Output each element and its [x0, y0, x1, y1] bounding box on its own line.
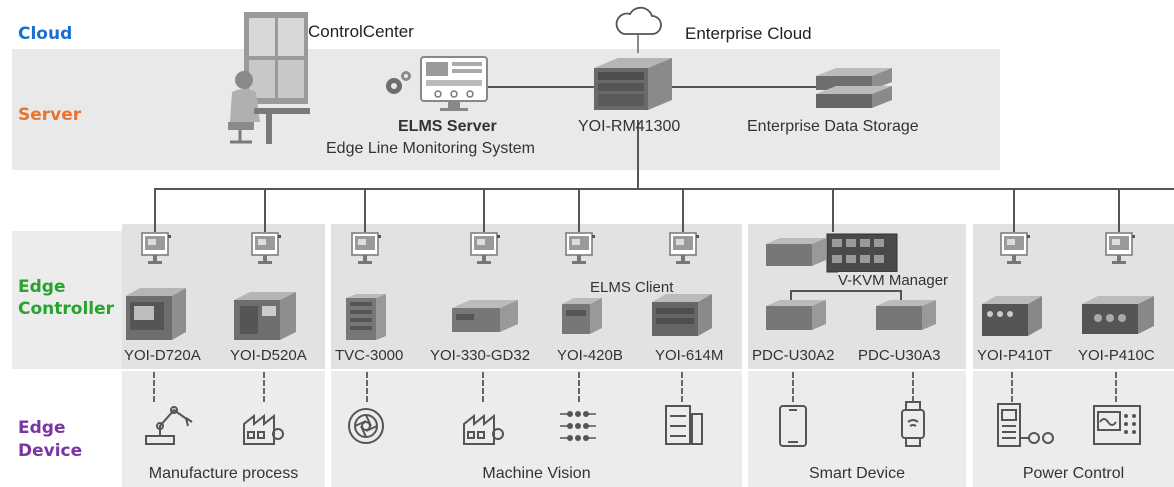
controller-label-tvc-3000: TVC-3000 [335, 347, 404, 364]
yoi-420b-device-icon [562, 298, 602, 334]
monitor-icon [251, 232, 281, 264]
cloud-link [637, 35, 639, 53]
storage-server-icon [816, 68, 892, 108]
smartphone-icon [779, 405, 807, 447]
yoi-614m-device-icon [652, 294, 712, 336]
controller-label-yoi-p410t: YOI-P410T [977, 347, 1053, 364]
edge-controller-band [12, 231, 122, 369]
gear-icon [386, 71, 411, 94]
group-box-machine-vision-dev [331, 371, 742, 487]
server-link-left [488, 86, 598, 88]
control-center-operator-icon [228, 12, 310, 144]
pdc-u30a3-device-icon [876, 300, 936, 330]
drop-3 [364, 188, 366, 232]
storage-label: Enterprise Data Storage [747, 118, 919, 135]
elms-client-label: ELMS Client [590, 279, 674, 296]
tier-edge-controller-line2: Controller [18, 299, 115, 319]
controller-bus [154, 188, 1174, 190]
v-kvm-switch-icon [826, 233, 898, 273]
cloud-icon [615, 6, 662, 35]
group-label-machine-vision: Machine Vision [482, 465, 591, 482]
drop-8 [1013, 188, 1015, 232]
camera-lens-icon [348, 408, 384, 444]
elms-server-sublabel: Edge Line Monitoring System [326, 140, 535, 157]
dash-4 [482, 372, 484, 402]
dash-10 [1115, 372, 1117, 402]
control-center-label: ControlCenter [308, 22, 414, 41]
yoi-p410c-device-icon [1082, 296, 1154, 334]
circuit-chip-icon [560, 411, 596, 441]
drop-4 [483, 188, 485, 232]
pdc-u30a2-device-icon [766, 300, 826, 330]
dash-8 [912, 372, 914, 402]
tier-edge-device-line1: Edge [18, 418, 66, 438]
dash-7 [792, 372, 794, 402]
monitor-icon [565, 232, 595, 264]
dash-9 [1011, 372, 1013, 402]
drop-6 [682, 188, 684, 232]
dash-2 [263, 372, 265, 402]
elms-server-label: ELMS Server [398, 118, 497, 135]
controller-label-yoi-614m: YOI-614M [655, 347, 724, 364]
controller-label-yoi-d720a: YOI-D720A [124, 347, 201, 364]
monitor-icon [470, 232, 500, 264]
monitor-icon [141, 232, 171, 264]
tier-edge-device-line2: Device [18, 441, 83, 461]
dash-6 [681, 372, 683, 402]
dash-1 [153, 372, 155, 402]
controller-label-yoi-d520a: YOI-D520A [230, 347, 307, 364]
server-rack-icon [665, 405, 703, 445]
yoi-d520a-device-icon [234, 292, 296, 340]
dash-3 [366, 372, 368, 402]
monitor-icon [669, 232, 699, 264]
factory-gear-icon [243, 413, 284, 445]
monitor-icon [1000, 232, 1030, 264]
group-box-manufacture-dev [122, 371, 325, 487]
controller-label-yoi-330-gd32: YOI-330-GD32 [430, 347, 531, 364]
drop-1 [154, 188, 156, 232]
elms-server-monitor-icon [420, 56, 488, 111]
enterprise-cloud-label: Enterprise Cloud [685, 24, 812, 43]
smartwatch-icon [901, 401, 925, 447]
yoi-p410t-device-icon [982, 296, 1042, 336]
tier-server: Server [18, 105, 82, 125]
factory-gear-icon [463, 413, 504, 445]
kvm-branch-h [790, 290, 900, 292]
group-box-smart-device-dev [748, 371, 966, 487]
v-kvm-manager-label: V-KVM Manager [838, 272, 949, 289]
group-label-smart-device: Smart Device [808, 465, 906, 482]
drop-2 [264, 188, 266, 232]
drop-7 [832, 188, 834, 232]
dash-5 [578, 372, 580, 402]
rm-server-label: YOI-RM41300 [578, 118, 681, 135]
monitor-icon [1105, 232, 1135, 264]
tvc-3000-device-icon [346, 294, 386, 340]
tier-edge-controller-line1: Edge [18, 277, 66, 297]
kvm-server-icon [766, 238, 826, 266]
server-link-right [668, 86, 818, 88]
controller-label-yoi-420b: YOI-420B [557, 347, 623, 364]
kvm-branch-right [900, 290, 902, 304]
controller-label-yoi-p410c: YOI-P410C [1078, 347, 1155, 364]
kvm-branch-left [790, 290, 792, 304]
drop-5 [578, 188, 580, 232]
group-label-power-control: Power Control [1022, 465, 1125, 482]
group-label-manufacture-process: Manufacture process [148, 465, 299, 482]
tier-cloud: Cloud [18, 24, 73, 44]
drop-9 [1118, 188, 1120, 232]
robot-arm-icon [145, 406, 193, 445]
monitor-icon [351, 232, 381, 264]
yoi-d720a-device-icon [126, 288, 186, 340]
controller-label-pdc-u30a2: PDC-U30A2 [752, 347, 835, 364]
server-drop [637, 120, 639, 188]
rm-server-rack-icon [594, 58, 672, 110]
power-meter-icon [997, 403, 1054, 447]
controller-label-pdc-u30a3: PDC-U30A3 [858, 347, 941, 364]
oscilloscope-icon [1093, 405, 1141, 445]
yoi-330-gd32-device-icon [452, 300, 518, 332]
